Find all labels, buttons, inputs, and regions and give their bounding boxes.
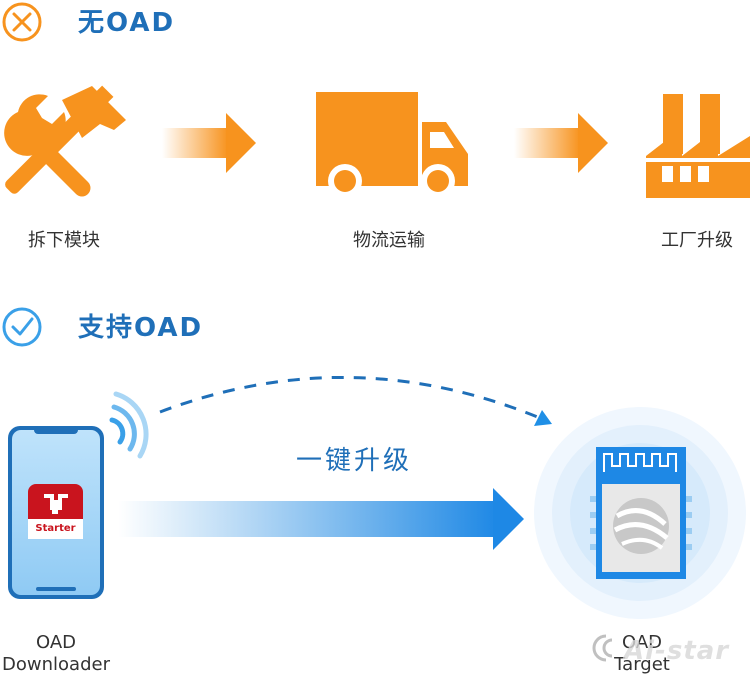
- downloader-label: OAD Downloader: [0, 632, 112, 676]
- ble-module-icon: [590, 447, 692, 579]
- no-oad-title: 无OAD: [78, 8, 176, 38]
- step-label-remove-module: 拆下模块: [28, 230, 100, 251]
- target-label: OAD Target: [600, 632, 684, 676]
- starter-app-icon: [28, 484, 83, 539]
- target-label-line1: OAD: [621, 632, 663, 653]
- wireless-signal-icon: [109, 391, 149, 459]
- watermark-text: Ai-star: [624, 636, 730, 666]
- dashed-arc-arrow: [159, 376, 552, 426]
- x-circle-icon: [2, 2, 42, 42]
- arrow-right-icon: [162, 113, 256, 173]
- one-click-upgrade-label: 一键升级: [296, 446, 413, 476]
- downloader-label-line2: Downloader: [2, 654, 110, 675]
- arrow-right-icon: [514, 113, 608, 173]
- downloader-label-line1: OAD: [35, 632, 77, 653]
- step-label-logistics: 物流运输: [353, 230, 425, 251]
- with-oad-title: 支持OAD: [78, 313, 204, 343]
- big-arrow-right: [118, 488, 524, 550]
- target-label-line2: Target: [614, 654, 670, 675]
- watermark-logo: [592, 634, 613, 662]
- truck-icon: [316, 92, 468, 198]
- step-label-factory-upgrade: 工厂升级: [661, 230, 733, 251]
- factory-icon: [646, 94, 750, 198]
- tools-icon: [4, 85, 126, 197]
- check-circle-icon: [2, 307, 42, 347]
- app-name-label: Starter: [35, 523, 76, 534]
